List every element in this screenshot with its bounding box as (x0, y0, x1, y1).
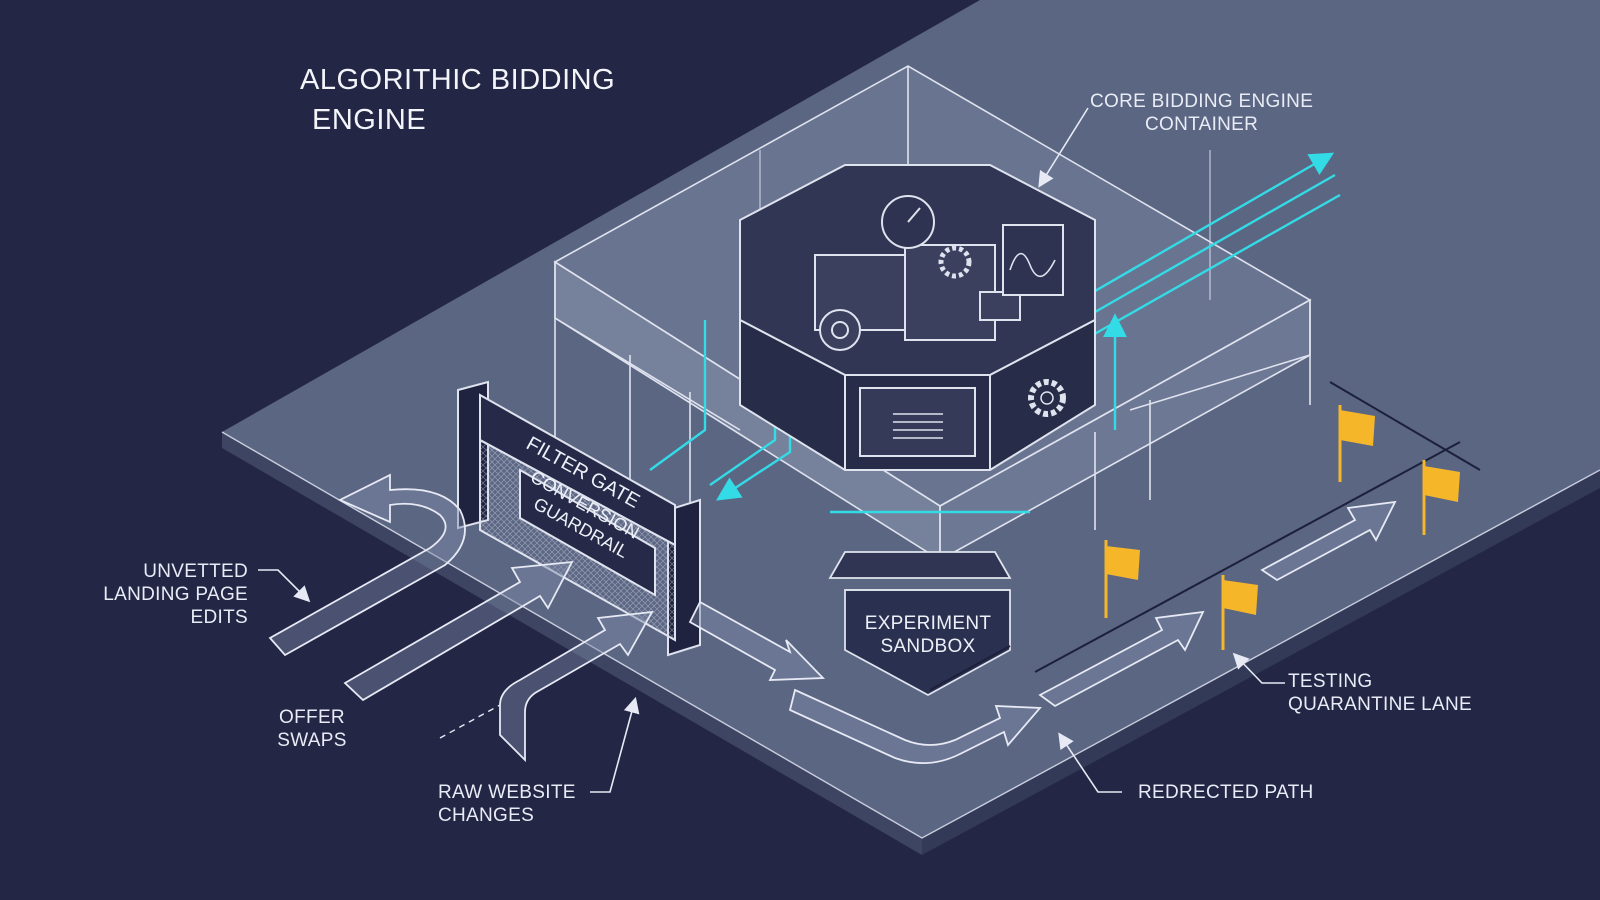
core-container-label: CORE BIDDING ENGINE CONTAINER (1090, 90, 1313, 136)
offer-line-2: SWAPS (277, 730, 347, 751)
quarantine-flags (1104, 405, 1460, 650)
quarantine-lane (929, 381, 1481, 691)
arrow-icon (688, 600, 826, 681)
engine-machine-icon (814, 244, 1021, 351)
sandbox-line-1: EXPERIMENT (864, 613, 992, 634)
title-line-2: ENGINE (312, 104, 427, 136)
core-engine (739, 164, 1096, 471)
callout-leaders (258, 107, 1285, 793)
arrow-icon (268, 473, 466, 657)
input-arrows (268, 473, 654, 763)
flag-icon (1221, 575, 1258, 650)
arrow-icon (1038, 610, 1205, 708)
title-line-1: ALGORITHIC BIDDING (300, 64, 616, 96)
arrow-icon (1260, 500, 1397, 582)
filter-gate-icon (457, 380, 701, 657)
redirected-path (688, 500, 1397, 765)
arrow-icon (788, 688, 1042, 765)
testing-line-1: TESTING (1288, 671, 1373, 692)
arrow-icon (499, 610, 654, 763)
testing-line-2: QUARANTINE LANE (1288, 694, 1472, 715)
sandbox-label: EXPERIMENT SANDBOX (850, 612, 1006, 658)
raw-line-2: CHANGES (438, 805, 535, 826)
gear-icon (938, 245, 1066, 417)
redirected-line: REDRECTED PATH (1138, 782, 1314, 803)
flag-icon (1338, 405, 1375, 482)
raw-line-1: RAW WEBSITE (438, 782, 576, 803)
unvetted-line-3: EDITS (190, 607, 248, 628)
flag-icon (1104, 540, 1140, 618)
gauge-icon (881, 195, 935, 249)
unvetted-line-1: UNVETTED (143, 561, 248, 582)
page-title: ALGORITHIC BIDDING ENGINE (300, 60, 615, 140)
redirected-path-label: REDRECTED PATH (1138, 781, 1314, 804)
offer-swaps-label: OFFER SWAPS (272, 706, 352, 752)
arrow-icon (343, 560, 574, 702)
unvetted-label: UNVETTED LANDING PAGE EDITS (96, 560, 248, 629)
core-label-line-1: CORE BIDDING ENGINE (1090, 91, 1314, 112)
unvetted-line-2: LANDING PAGE (103, 584, 248, 605)
testing-lane-label: TESTING QUARANTINE LANE (1288, 670, 1472, 716)
core-label-line-2: CONTAINER (1144, 114, 1259, 135)
flag-icon (1422, 460, 1460, 535)
raw-changes-label: RAW WEBSITE CHANGES (438, 781, 576, 827)
waveform-icon (1002, 224, 1064, 296)
offer-line-1: OFFER (279, 707, 345, 728)
sandbox-line-2: SANDBOX (880, 636, 976, 657)
